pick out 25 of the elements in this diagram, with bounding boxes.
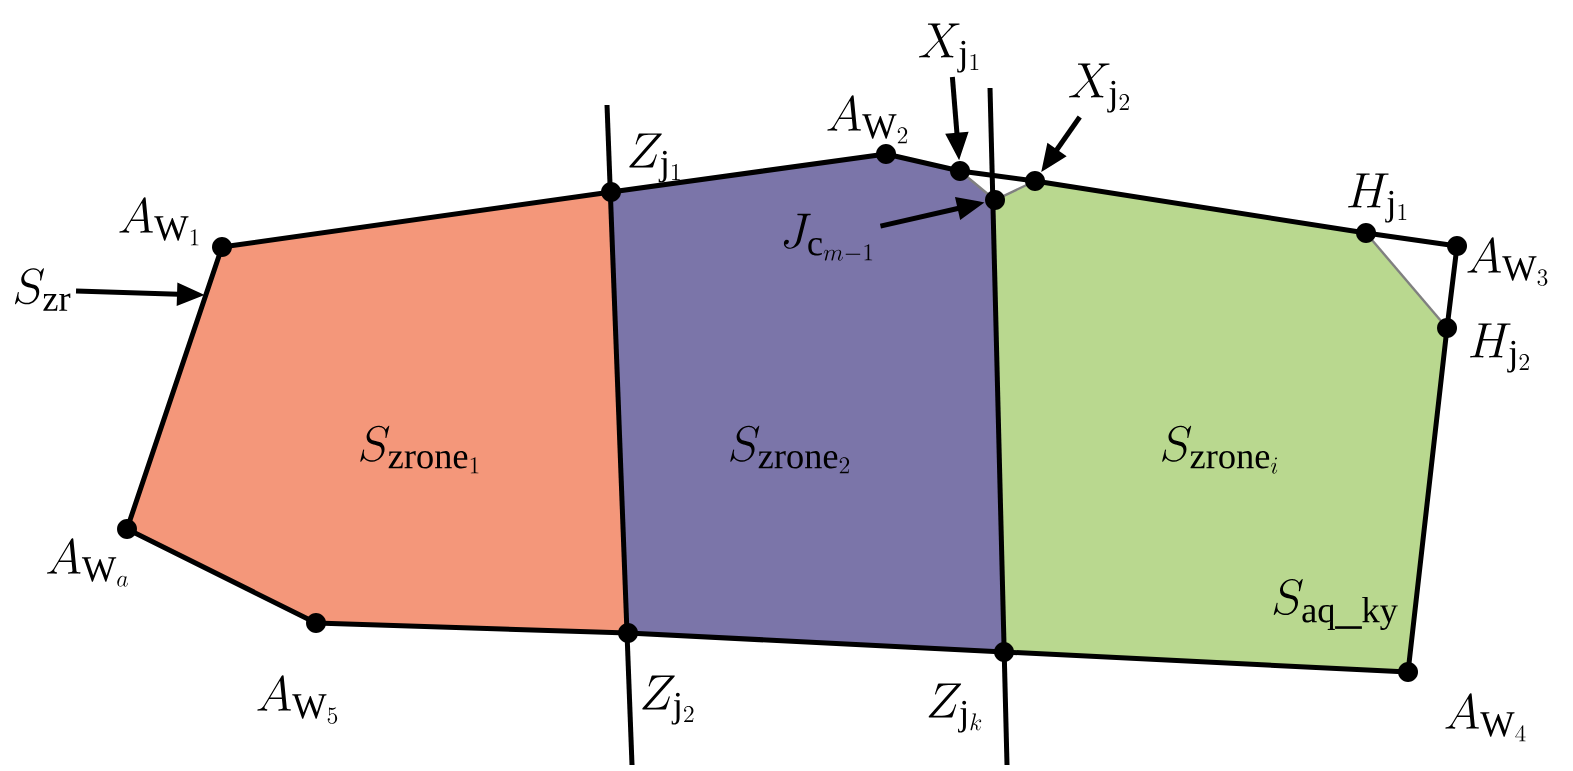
point-label: $S_{\mathrm{zr}}$ — [14, 268, 71, 311]
point-label: $Z_{\mathrm{j}_2}$ — [642, 675, 694, 725]
point-dot — [1025, 171, 1045, 191]
point-label: $H_{\mathrm{j}_2}$ — [1470, 323, 1529, 373]
point-label: $A_{\mathrm{W}_5}$ — [257, 675, 338, 724]
point-dot — [985, 190, 1005, 210]
point-dot — [1447, 236, 1467, 256]
point-dot — [1356, 223, 1376, 243]
point-dot — [306, 613, 326, 633]
point-label: $A_{\mathrm{W}_3}$ — [1467, 237, 1548, 286]
point-dot — [1437, 318, 1457, 338]
point-label: $J_{\mathrm{c}_{m-1}}$ — [783, 213, 873, 261]
point-label: $X_{\mathrm{j}_2}$ — [1069, 63, 1129, 113]
point-dot — [601, 182, 621, 202]
point-label: $A_{\mathrm{W}_4}$ — [1445, 693, 1526, 742]
point-dot — [876, 144, 896, 164]
point-dot — [1398, 662, 1418, 682]
point-label: $A_{\mathrm{W}_2}$ — [827, 95, 908, 144]
point-label: $A_{\mathrm{W}_a}$ — [47, 538, 128, 587]
point-dot — [117, 519, 137, 539]
point-dot — [994, 642, 1014, 662]
point-label: $X_{\mathrm{j}_1}$ — [919, 23, 979, 73]
point-dot — [618, 623, 638, 643]
point-label: $Z_{\mathrm{j}_k}$ — [928, 683, 982, 733]
point-dot — [950, 161, 970, 181]
